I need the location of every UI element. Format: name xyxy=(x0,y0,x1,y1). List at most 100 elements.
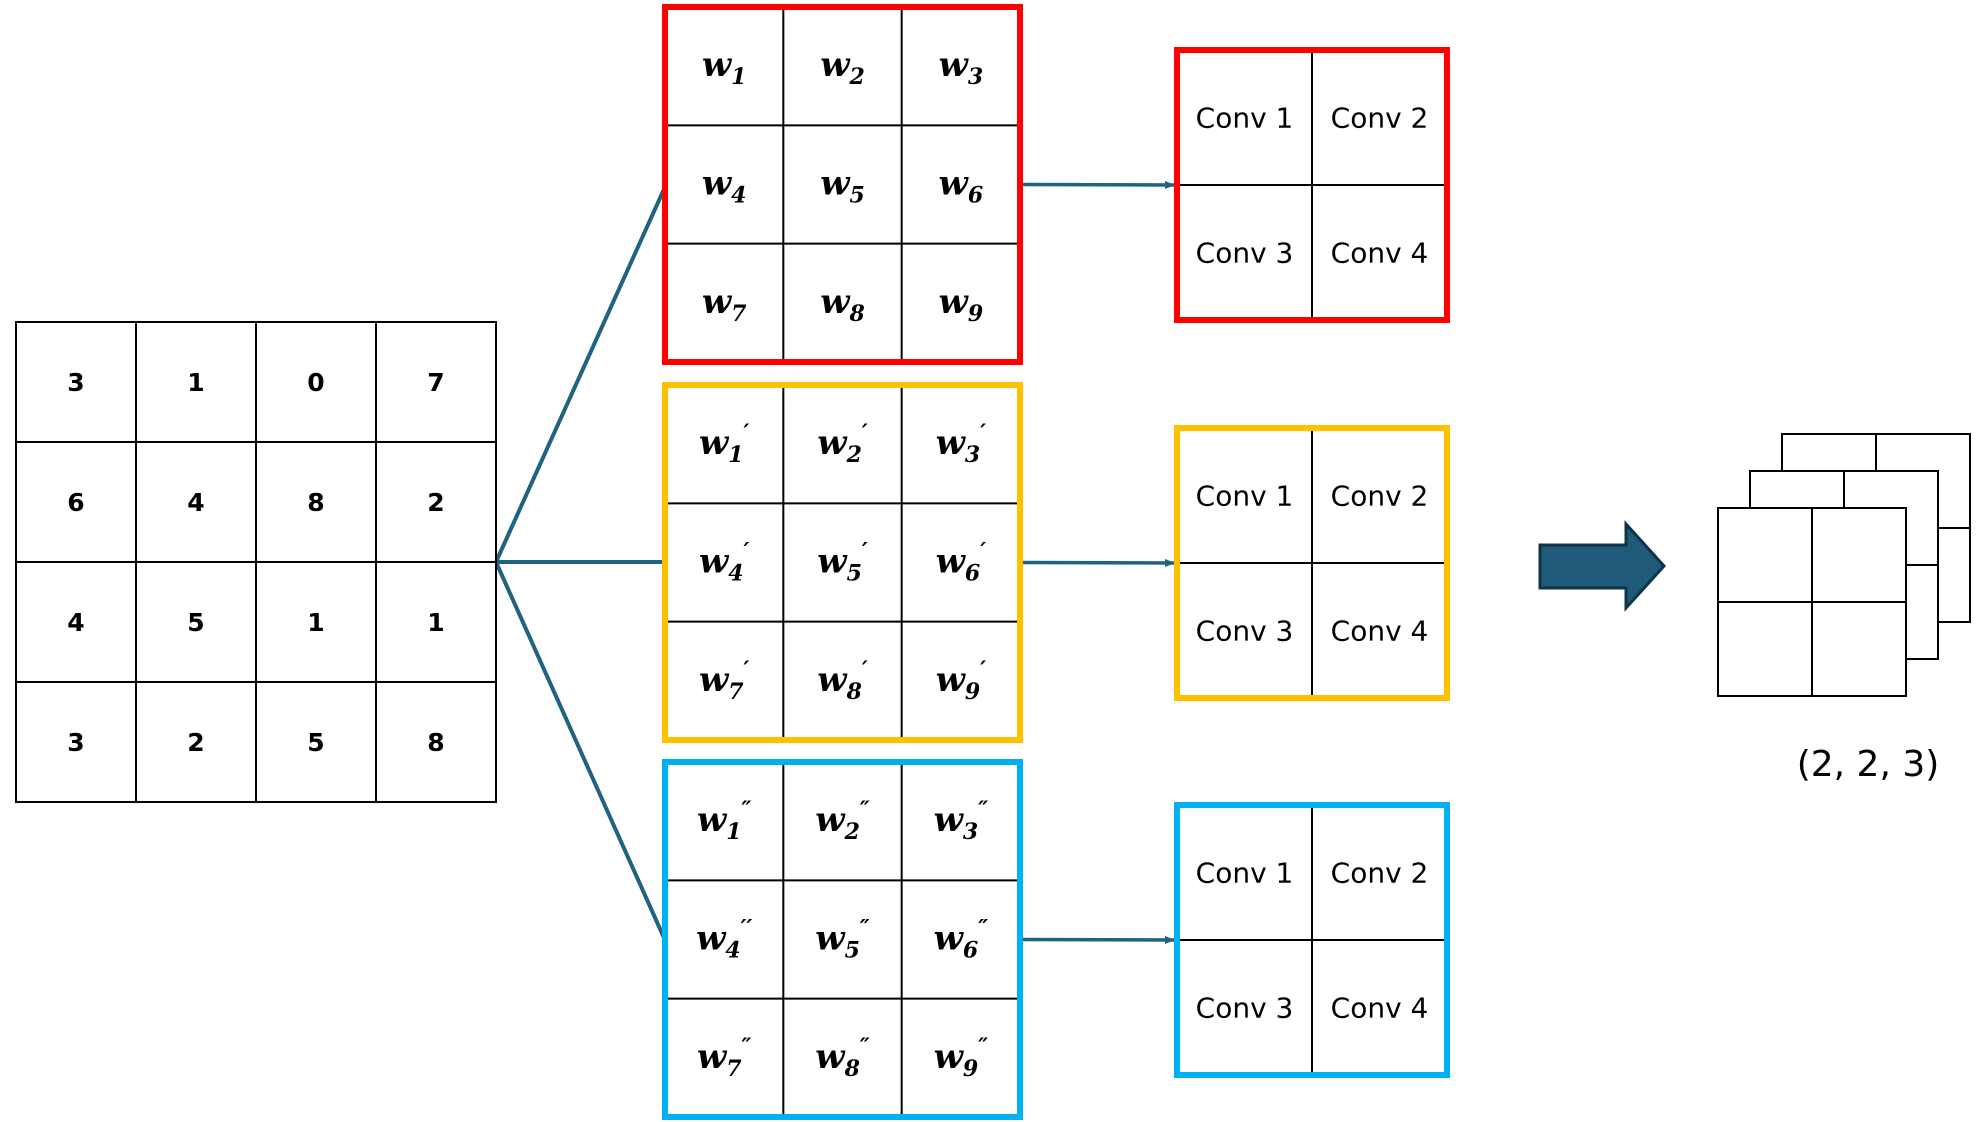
weight-prime-mark: ″ xyxy=(978,1034,988,1060)
input-cell-value: 2 xyxy=(187,728,204,757)
weight-symbol: w xyxy=(699,542,730,582)
weight-symbol: w xyxy=(936,423,967,463)
weight-index: 7 xyxy=(731,301,747,327)
weight-prime-mark: ″ xyxy=(978,916,988,942)
big-right-arrow-icon xyxy=(1538,520,1667,612)
filter-weight: w1″ xyxy=(697,797,752,845)
weight-index: 6 xyxy=(968,183,983,209)
input-cell-value: 5 xyxy=(307,728,324,757)
input-cell-value: 8 xyxy=(427,728,444,757)
output-cell-label: Conv 2 xyxy=(1331,480,1429,513)
output-cell-label: Conv 2 xyxy=(1331,102,1429,135)
weight-index: 2 xyxy=(848,64,864,90)
filter-weight: w8″ xyxy=(815,1034,870,1082)
input-cell-value: 0 xyxy=(307,368,324,397)
input-cell-value: 4 xyxy=(67,608,84,637)
filter-weight: w2 xyxy=(820,45,865,90)
weight-index: 1 xyxy=(726,819,741,845)
filter-background xyxy=(665,385,1020,740)
weight-prime-mark: ′ xyxy=(862,657,868,683)
weight-prime-mark: ″ xyxy=(978,797,988,823)
weight-prime-mark: ″ xyxy=(860,1034,870,1060)
weight-index: 9 xyxy=(963,1056,978,1082)
weight-symbol: w xyxy=(699,423,730,463)
output-cell-label: Conv 4 xyxy=(1331,992,1429,1025)
input-cell-value: 1 xyxy=(307,608,324,637)
filter-weight: w5 xyxy=(820,164,865,209)
weight-prime-mark: ′ xyxy=(862,420,868,446)
weight-symbol: w xyxy=(939,45,970,85)
weight-prime-mark: ″ xyxy=(860,916,870,942)
weight-prime-mark: ′ xyxy=(980,657,986,683)
weight-index: 4 xyxy=(728,561,743,587)
weight-symbol: w xyxy=(936,542,967,582)
filter-weight: w7″ xyxy=(697,1034,752,1082)
output-cell-label: Conv 4 xyxy=(1331,615,1429,648)
filter-weight: w4′′ xyxy=(696,916,752,964)
weight-index: 8 xyxy=(848,301,864,327)
weight-prime-mark: ′ xyxy=(744,420,750,446)
connector-line xyxy=(494,186,667,563)
filter-weight: w3′ xyxy=(936,420,987,468)
input-cell-value: 5 xyxy=(187,608,204,637)
weight-index: 7 xyxy=(728,679,744,705)
output-cell-label: Conv 3 xyxy=(1196,615,1294,648)
weight-prime-mark: ′′ xyxy=(741,916,753,942)
weight-index: 1 xyxy=(728,442,743,468)
filter-weight: w8′ xyxy=(817,657,868,705)
weight-index: 5 xyxy=(847,561,862,587)
stacked-result-volume xyxy=(1717,433,1971,697)
weight-index: 6 xyxy=(965,561,980,587)
filter-weight: w5″ xyxy=(815,916,870,964)
output-cell-label: Conv 1 xyxy=(1196,857,1294,890)
input-cell-value: 1 xyxy=(427,608,444,637)
weight-symbol: w xyxy=(934,1037,965,1077)
weight-symbol: w xyxy=(697,800,728,840)
weight-symbol: w xyxy=(934,919,965,959)
weight-prime-mark: ′ xyxy=(744,657,750,683)
weight-index: 1 xyxy=(731,64,746,90)
filter-2: w1′w2′w3′w4′w5′w6′w7′w8′w9′ xyxy=(662,382,1023,743)
weight-index: 4 xyxy=(725,938,740,964)
weight-symbol: w xyxy=(817,660,848,700)
filter-background xyxy=(665,7,1020,362)
filter-weight: w9″ xyxy=(934,1034,989,1082)
filter-weight: w9′ xyxy=(936,657,987,705)
weight-index: 4 xyxy=(731,183,746,209)
filter-weight: w7′ xyxy=(699,657,750,705)
filter-border xyxy=(662,759,1023,1120)
input-to-filter-connectors xyxy=(494,186,667,941)
weight-symbol: w xyxy=(702,45,733,85)
filter-weight: w5′ xyxy=(817,539,868,587)
weight-index: 3 xyxy=(963,819,978,845)
weight-index: 5 xyxy=(849,183,864,209)
input-cell-value: 8 xyxy=(307,488,324,517)
result-layer xyxy=(1717,507,1907,697)
weight-symbol: w xyxy=(815,919,846,959)
weight-symbol: w xyxy=(820,282,851,322)
weight-index: 5 xyxy=(845,938,860,964)
filter-weight: w9 xyxy=(939,282,984,327)
filter-weight: w2″ xyxy=(815,797,870,845)
weight-symbol: w xyxy=(820,45,851,85)
weight-symbol: w xyxy=(815,800,846,840)
weight-symbol: w xyxy=(699,660,730,700)
output-cell-label: Conv 2 xyxy=(1331,857,1429,890)
filter-weight: w4′ xyxy=(699,539,750,587)
filter-border xyxy=(662,4,1023,365)
weight-index: 7 xyxy=(726,1056,742,1082)
filter-output-arrow xyxy=(1022,558,1175,567)
filter-weight: w4 xyxy=(702,164,747,209)
weight-index: 6 xyxy=(963,938,978,964)
weight-symbol: w xyxy=(815,1037,846,1077)
output-cell-label: Conv 3 xyxy=(1196,237,1294,270)
input-cell-value: 7 xyxy=(427,368,444,397)
